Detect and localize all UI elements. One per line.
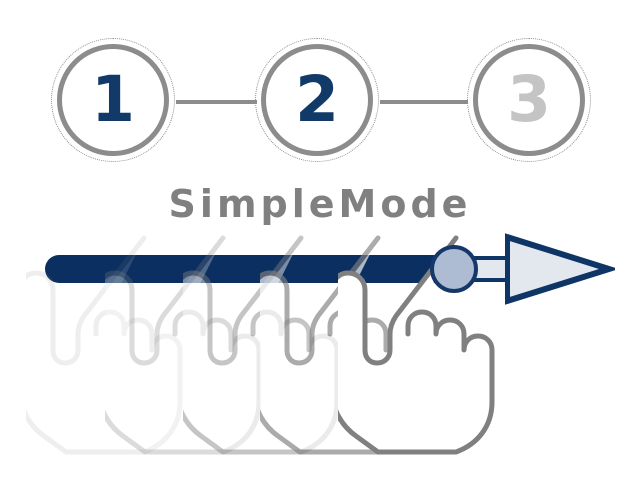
step-3-ring xyxy=(473,44,585,156)
stepper-connector-1-2 xyxy=(176,100,257,104)
stepper-connector-2-3 xyxy=(380,100,468,104)
stepper-step-2[interactable]: 2 xyxy=(255,38,385,168)
progress-stepper: 1 2 3 xyxy=(0,0,640,190)
stepper-step-1[interactable]: 1 xyxy=(51,38,181,168)
step-1-number: 1 xyxy=(91,63,135,136)
step-2-ring xyxy=(261,44,373,156)
step-2-number: 2 xyxy=(295,63,339,136)
step-1-ring xyxy=(57,44,169,156)
stepper-step-3[interactable]: 3 xyxy=(467,38,597,168)
step-3-number: 3 xyxy=(507,63,551,136)
slider-track[interactable] xyxy=(45,255,459,283)
slider-knob[interactable] xyxy=(430,245,478,293)
mode-label: SimpleMode xyxy=(168,182,472,226)
arrow-right-icon xyxy=(504,229,620,309)
step-1-dotted-ring xyxy=(51,38,175,162)
slider-area xyxy=(0,215,640,480)
step-2-dotted-ring xyxy=(255,38,379,162)
step-3-dotted-ring xyxy=(467,38,591,162)
